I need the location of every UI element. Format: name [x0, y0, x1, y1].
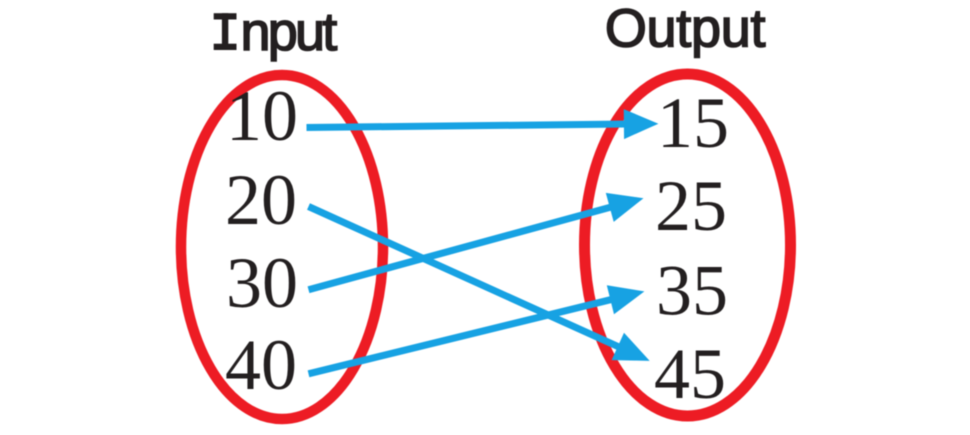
svg-text:40: 40 — [225, 325, 297, 405]
svg-text:10: 10 — [226, 76, 298, 156]
svg-text:Output: Output — [605, 0, 766, 59]
svg-text:25: 25 — [655, 166, 727, 246]
svg-text:15: 15 — [657, 83, 729, 163]
svg-text:nput: nput — [241, 2, 338, 62]
svg-text:45: 45 — [654, 334, 726, 414]
svg-text:35: 35 — [656, 251, 728, 331]
svg-text:30: 30 — [226, 243, 298, 323]
svg-text:20: 20 — [225, 160, 297, 240]
